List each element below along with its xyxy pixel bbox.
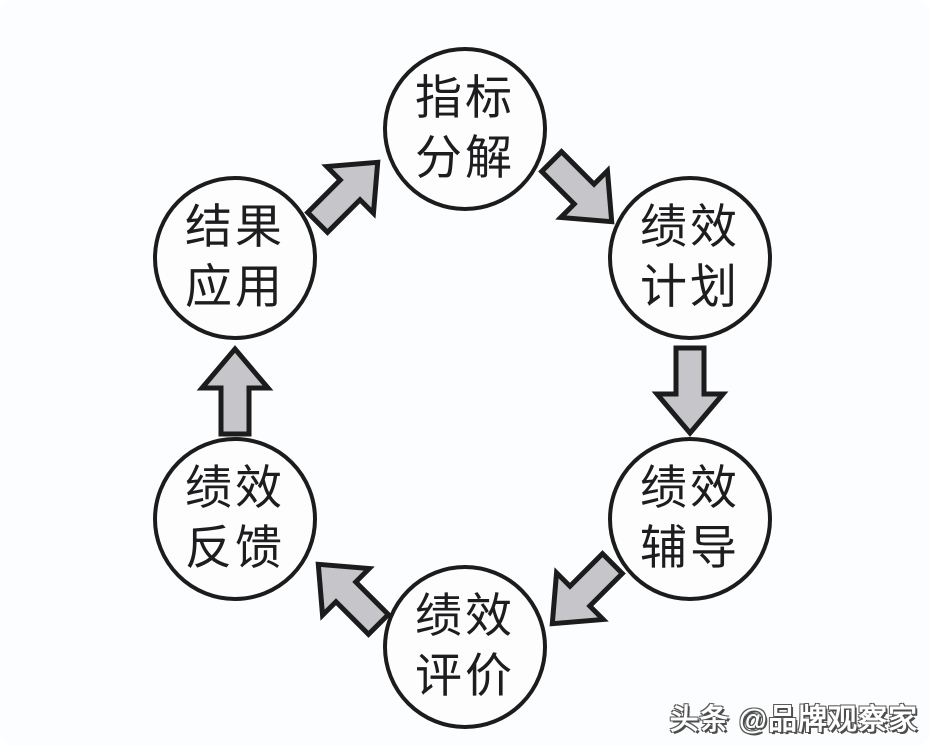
node-indicator-decomposition: 指标 分解 — [383, 47, 547, 211]
arrow-shape — [304, 159, 381, 236]
node-label-line: 分解 — [415, 133, 515, 185]
node-performance-coaching: 绩效 辅导 — [608, 437, 772, 601]
node-label-line: 指标 — [415, 73, 515, 125]
node-label-line: 绩效 — [640, 202, 740, 254]
arrow-coaching-to-evaluation-icon — [523, 535, 642, 654]
node-result-application: 结果 应用 — [153, 176, 317, 340]
arrow-shape — [315, 561, 392, 638]
block-arrow-icon — [196, 345, 274, 437]
arrow-planning-to-coaching-icon — [651, 345, 729, 437]
node-performance-evaluation: 绩效 评价 — [383, 565, 547, 729]
arrow-shape — [196, 345, 274, 437]
node-label-line: 绩效 — [640, 463, 740, 515]
node-label-line: 计划 — [640, 262, 740, 314]
arrow-decomposition-to-planning-icon — [523, 133, 642, 252]
node-performance-planning: 绩效 计划 — [608, 176, 772, 340]
arrow-shape — [549, 550, 626, 627]
arrow-shape — [651, 345, 729, 437]
arrow-evaluation-to-feedback-icon — [289, 535, 408, 654]
node-label-line: 应用 — [185, 262, 285, 314]
block-arrow-icon — [304, 159, 381, 236]
arrow-shape — [538, 148, 615, 225]
arrow-feedback-to-application-icon — [196, 345, 274, 437]
node-label-line: 绩效 — [415, 591, 515, 643]
block-arrow-icon — [538, 148, 615, 225]
node-label-line: 辅导 — [640, 523, 740, 575]
arrow-application-to-decomposition-icon — [289, 133, 408, 252]
block-arrow-icon — [549, 550, 626, 627]
node-label-line: 绩效 — [185, 463, 285, 515]
node-label-line: 反馈 — [185, 523, 285, 575]
node-label-line: 结果 — [185, 202, 285, 254]
block-arrow-icon — [315, 561, 392, 638]
node-label-line: 评价 — [415, 651, 515, 703]
block-arrow-icon — [651, 345, 729, 437]
watermark-toutiao-brand-observer: 头条 @品牌观察家 — [669, 704, 918, 736]
node-performance-feedback: 绩效 反馈 — [153, 437, 317, 601]
